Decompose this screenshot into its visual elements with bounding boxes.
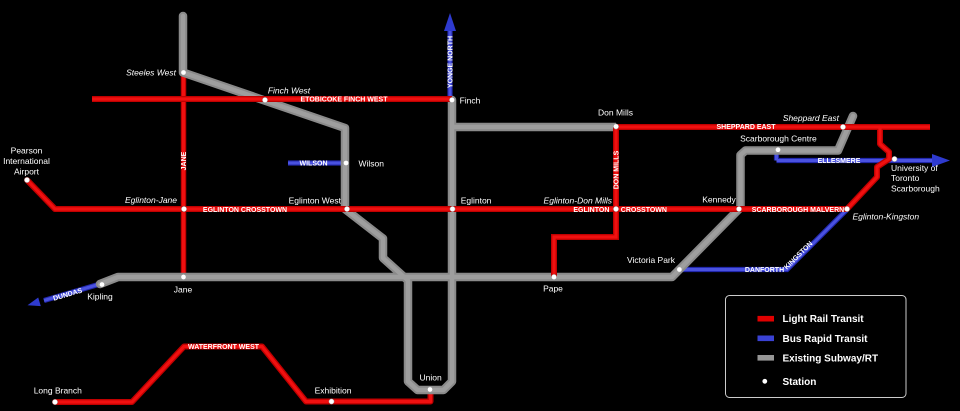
svg-text:Pape: Pape	[543, 284, 563, 294]
svg-text:Sheppard East: Sheppard East	[783, 113, 840, 123]
svg-text:University of: University of	[891, 163, 938, 173]
svg-text:Steeles West: Steeles West	[126, 68, 177, 78]
svg-text:EGLINTON CROSSTOWN: EGLINTON CROSSTOWN	[203, 207, 287, 214]
svg-text:Bus Rapid Transit: Bus Rapid Transit	[783, 334, 869, 345]
svg-text:Union: Union	[419, 373, 441, 383]
svg-text:SCARBOROUGH MALVERN: SCARBOROUGH MALVERN	[752, 207, 844, 214]
svg-text:Eglinton-Kingston: Eglinton-Kingston	[853, 212, 920, 222]
svg-text:Long Branch: Long Branch	[34, 386, 82, 396]
svg-text:Eglinton West: Eglinton West	[289, 195, 342, 205]
svg-text:Scarborough: Scarborough	[891, 184, 940, 194]
svg-text:Victoria Park: Victoria Park	[627, 255, 676, 265]
svg-text:Existing Subway/RT: Existing Subway/RT	[783, 353, 879, 364]
svg-text:Kipling: Kipling	[87, 291, 113, 301]
svg-text:Finch: Finch	[460, 95, 481, 105]
svg-text:Eglinton-Jane: Eglinton-Jane	[125, 195, 177, 205]
svg-text:YONGE NORTH: YONGE NORTH	[448, 36, 455, 88]
svg-text:Kennedy: Kennedy	[702, 194, 736, 204]
svg-text:Toronto: Toronto	[891, 173, 920, 183]
svg-text:CROSSTOWN: CROSSTOWN	[621, 207, 667, 214]
svg-text:SHEPPARD EAST: SHEPPARD EAST	[717, 124, 777, 131]
svg-text:JANE: JANE	[181, 151, 188, 170]
svg-text:Airport: Airport	[14, 166, 40, 176]
svg-text:Light Rail Transit: Light Rail Transit	[783, 314, 865, 325]
svg-text:Wilson: Wilson	[359, 158, 385, 168]
svg-text:DANFORTH: DANFORTH	[745, 267, 784, 274]
svg-text:ELLESMERE: ELLESMERE	[818, 158, 861, 165]
svg-text:WATERFRONT WEST: WATERFRONT WEST	[188, 344, 260, 351]
svg-text:Scarborough Centre: Scarborough Centre	[740, 133, 817, 143]
svg-text:DON MILLS: DON MILLS	[614, 150, 621, 189]
svg-text:WILSON: WILSON	[300, 161, 328, 168]
svg-text:Jane: Jane	[174, 284, 193, 294]
svg-text:Pearson: Pearson	[11, 146, 43, 156]
svg-text:Eglinton-Don Mills: Eglinton-Don Mills	[544, 196, 613, 206]
svg-text:International: International	[3, 156, 50, 166]
svg-text:ETOBICOKE FINCH WEST: ETOBICOKE FINCH WEST	[301, 97, 389, 104]
svg-text:Finch West: Finch West	[268, 85, 311, 95]
svg-text:EGLINTON: EGLINTON	[573, 207, 609, 214]
svg-text:Don Mills: Don Mills	[598, 107, 633, 117]
svg-text:Exhibition: Exhibition	[315, 386, 352, 396]
svg-text:Eglinton: Eglinton	[461, 195, 492, 205]
svg-text:Station: Station	[783, 377, 817, 388]
